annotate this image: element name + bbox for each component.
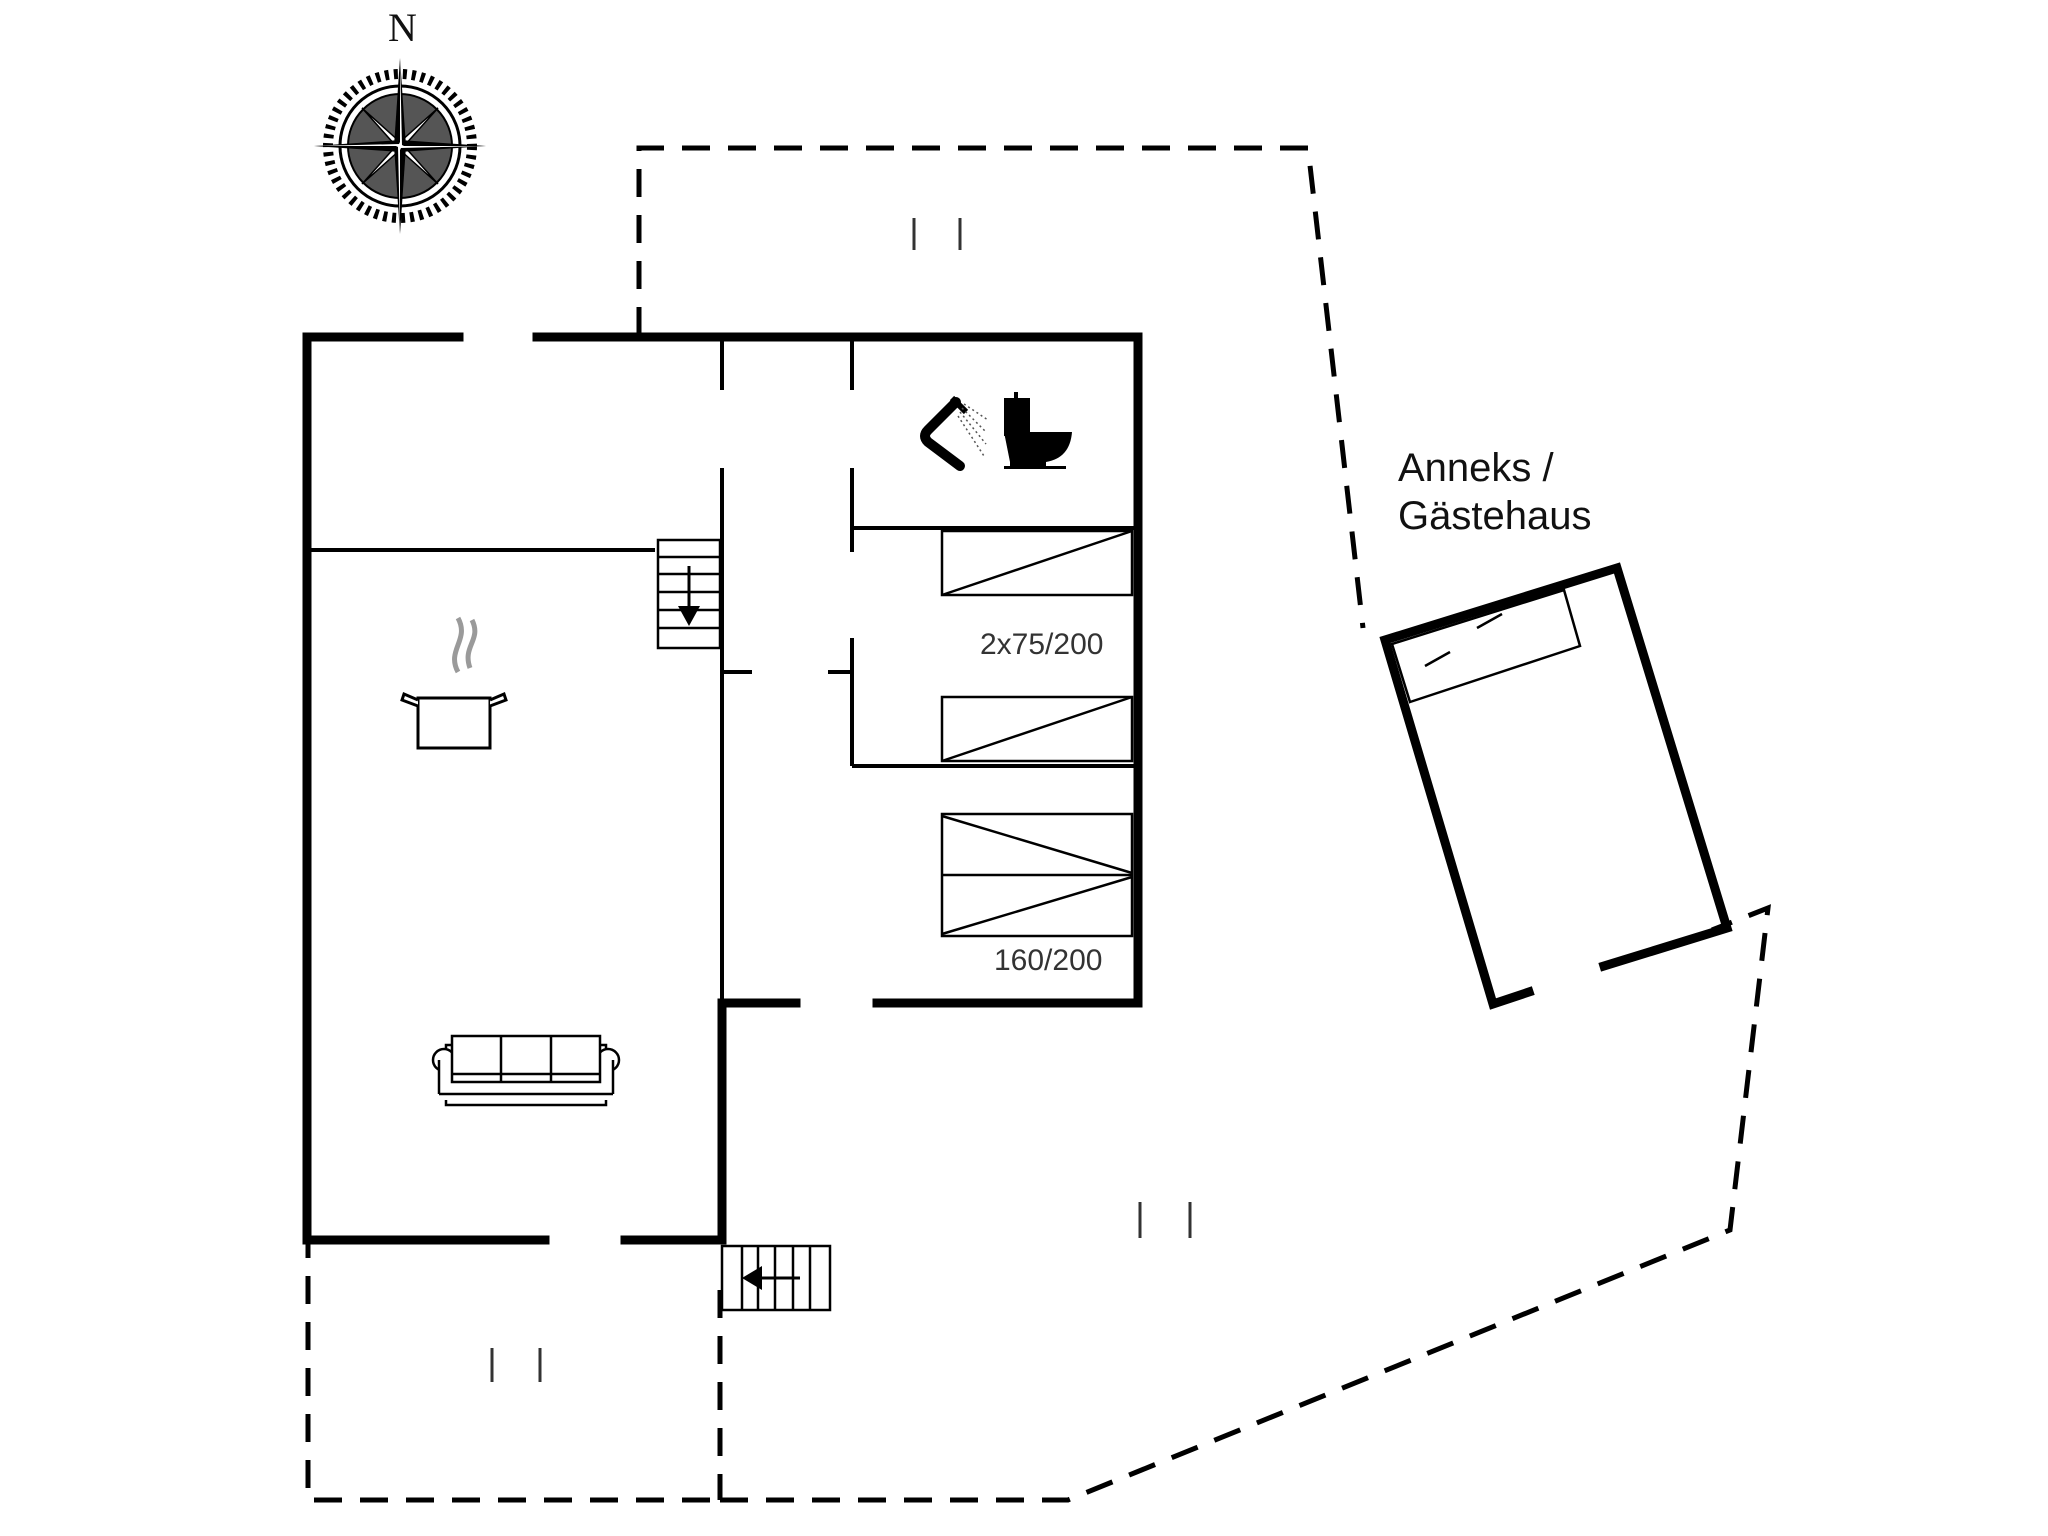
terrace-north [636,145,1366,629]
annex-label-line2: Gästehaus [1398,494,1592,538]
shower-icon [920,395,989,471]
arrow-left-icon [742,1266,762,1290]
twin-bed-2 [940,695,1134,763]
twin-bed-1 [940,529,1134,597]
entrance-stairs [720,1244,832,1312]
annex-bed [1390,588,1582,704]
terrace-south-east [720,904,1771,1503]
terrace-south-west [305,1230,723,1503]
interior-partitions [307,337,1138,1003]
cooking-pot-icon [400,616,508,750]
sofa-icon [431,1034,621,1107]
annex-label: Anneks / Gästehaus [1398,444,1591,540]
main-building-walls [302,332,1143,1245]
toilet-icon [1004,392,1072,469]
compass-rose-icon [314,58,486,234]
double-bed [940,812,1134,938]
double-bed-size-label: 160/200 [994,944,1103,977]
compass-north-label: N [388,5,417,50]
annex-label-line1: Anneks / [1398,446,1554,490]
arrow-down-icon [678,606,700,626]
twin-beds-size-label: 2x75/200 [980,628,1104,661]
interior-stairs [656,538,722,650]
annex-building [1379,562,1733,1010]
